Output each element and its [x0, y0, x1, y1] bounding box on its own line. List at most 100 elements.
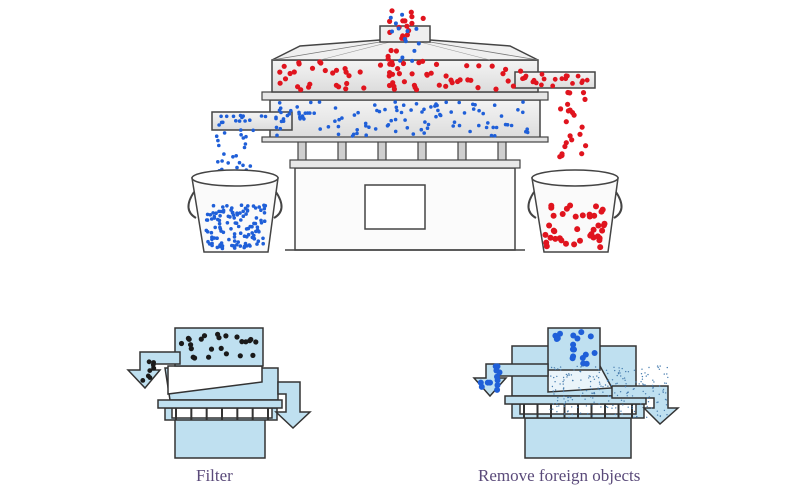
blue-particle: [216, 217, 220, 222]
blue-particle: [337, 117, 341, 122]
fine-particle: [593, 401, 595, 403]
blue-particle: [212, 236, 217, 240]
blue-particle: [274, 125, 279, 130]
fine-particle: [552, 408, 554, 410]
blue-particle: [309, 100, 313, 105]
fine-particle: [662, 390, 664, 392]
blue-particle: [477, 123, 481, 128]
blue-particle: [385, 124, 390, 128]
blue-particle: [222, 152, 226, 156]
red-particle: [579, 212, 586, 219]
fine-particle: [556, 400, 559, 402]
blue-particle: [262, 211, 267, 215]
red-particle: [500, 71, 506, 77]
blue-particle: [236, 224, 241, 229]
fine-particle: [663, 409, 666, 412]
fine-particle: [552, 403, 555, 405]
red-particle: [393, 48, 399, 54]
fine-particle: [554, 389, 557, 391]
fine-particle: [557, 397, 559, 399]
fine-particle: [560, 369, 562, 371]
red-particle: [580, 78, 585, 84]
fine-particle: [598, 388, 601, 391]
red-particle: [424, 72, 430, 78]
fine-particle: [622, 404, 624, 406]
fine-particle: [599, 383, 601, 385]
blue-particle: [212, 214, 217, 219]
fine-particle: [658, 393, 660, 395]
fine-particle: [626, 395, 628, 397]
fine-particle: [594, 366, 597, 368]
blue-particle: [235, 211, 239, 215]
fine-particle: [644, 384, 646, 386]
fine-particle: [614, 413, 616, 416]
red-particle: [546, 222, 553, 229]
fine-particle: [559, 366, 562, 368]
fine-particle: [643, 384, 645, 386]
blue-particle: [373, 127, 378, 131]
rfo-right-outlet: [611, 385, 680, 426]
red-particle: [579, 151, 585, 157]
blue-particle: [423, 120, 427, 124]
blue-particle: [235, 165, 239, 170]
blue-particle: [398, 58, 403, 63]
red-particle: [543, 239, 550, 246]
blue-particle: [247, 243, 252, 247]
blue-particle: [491, 125, 496, 130]
red-particle: [588, 231, 595, 238]
fine-particle: [635, 381, 637, 383]
blue-particle: [477, 379, 484, 386]
fine-particle: [641, 368, 643, 370]
blue-particle: [263, 203, 268, 208]
blue-particle: [301, 115, 305, 120]
fine-particle: [615, 383, 617, 385]
red-particle: [400, 60, 407, 67]
red-particle: [420, 15, 426, 21]
fine-particle: [553, 376, 555, 379]
black-outlet-particles: [140, 359, 157, 383]
blue-particle: [396, 26, 401, 31]
blue-particle: [250, 231, 254, 235]
blue-particle: [261, 241, 266, 246]
blue-particle: [274, 115, 278, 120]
blue-particle: [277, 101, 282, 105]
blue-particle: [255, 242, 259, 246]
fine-particle: [636, 415, 638, 418]
fine-particle: [593, 392, 596, 395]
red-particle: [475, 85, 481, 91]
red-particle: [558, 106, 564, 112]
black-particle: [247, 338, 253, 344]
blue-particle: [554, 335, 561, 342]
blue-particle: [214, 134, 219, 138]
blue-particle: [587, 333, 594, 340]
red-particle: [333, 67, 340, 73]
fine-particle: [664, 382, 666, 384]
fine-particle: [571, 413, 573, 416]
red-particle: [600, 222, 607, 229]
black-particle: [146, 359, 152, 365]
fine-particle: [626, 392, 628, 395]
fine-particle: [640, 373, 643, 375]
red-particle: [333, 82, 339, 88]
fine-particle: [556, 411, 558, 413]
blue-particle: [255, 225, 260, 229]
blue-particle: [457, 123, 462, 128]
red-particle: [559, 211, 566, 217]
red-particle: [413, 87, 420, 93]
blue-particle: [393, 129, 398, 134]
blue-particle: [216, 160, 220, 164]
blue-particle: [243, 206, 248, 211]
blue-particle: [492, 363, 499, 370]
rfo-base: [524, 417, 632, 459]
fine-particle: [627, 371, 630, 373]
blue-particle: [204, 218, 209, 222]
fine-particle: [570, 396, 572, 399]
fine-particle: [607, 406, 609, 409]
blue-particle: [422, 131, 427, 135]
blue-particle: [462, 111, 467, 115]
blue-particle: [457, 100, 462, 105]
red-particle: [306, 84, 312, 90]
fine-particle: [549, 408, 551, 411]
blue-particle: [210, 243, 214, 248]
blue-particle: [241, 163, 245, 168]
